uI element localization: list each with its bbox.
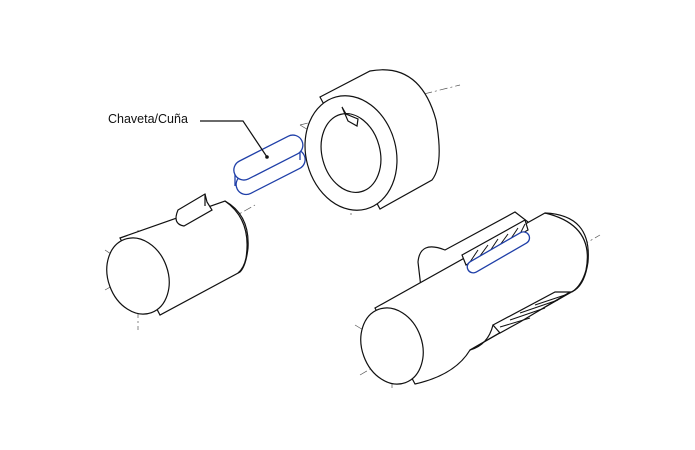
shaft-with-keyway [106,193,249,316]
hub-keyway [341,106,359,127]
hatching-bottom [499,294,566,328]
hub-with-keyway [304,69,440,211]
hub-key-section [461,219,529,266]
key-part [200,120,306,196]
leader-line [200,120,268,158]
shaft-keyway [175,193,213,227]
assembly [360,211,589,385]
key-callout-label: Chaveta/Cuña [108,112,188,126]
